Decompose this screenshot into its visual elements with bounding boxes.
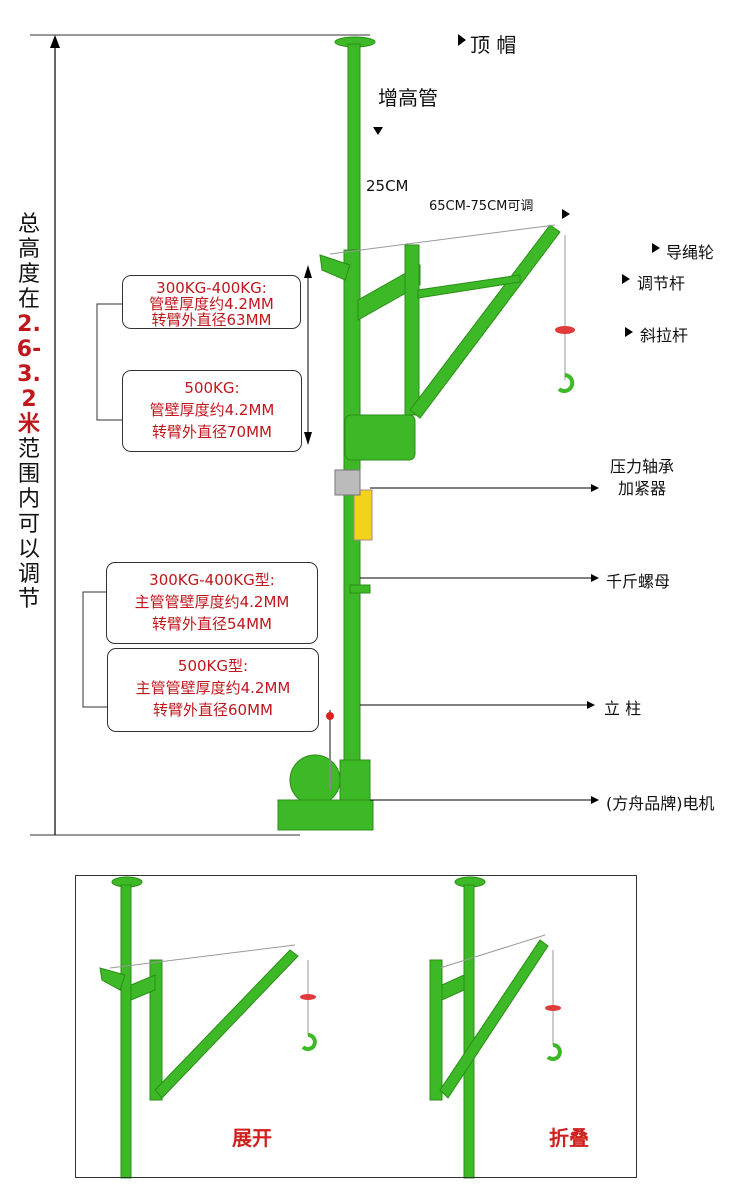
spec-title: 300KG-400KG型: <box>149 571 275 589</box>
spec-arm: 转臂外直径60MM <box>153 701 273 719</box>
label-bearing-line2: 加紧器 <box>618 479 667 498</box>
label-diagonal-rod: 斜拉杆 <box>640 326 689 345</box>
label-rope-pulley: 导绳轮 <box>666 243 715 262</box>
spec-wall: 管壁厚度约4.2MM <box>149 295 274 313</box>
control-pendant <box>353 489 373 541</box>
height-note: 总高度在2.6-3.2米范围内可以调节 <box>14 212 44 612</box>
spec-wall: 管壁厚度约4.2MM <box>149 401 275 419</box>
label-motor: (方舟品牌)电机 <box>606 794 715 813</box>
label-top-cap: 顶 帽 <box>470 33 517 57</box>
spec-box-upper-500: 500KG: 管壁厚度约4.2MM 转臂外直径70MM <box>122 370 302 452</box>
height-range: 2.6-3.2米 <box>16 312 42 437</box>
spec-box-upper-300-400: 300KG-400KG: 管壁厚度约4.2MM 转臂外直径63MM <box>122 275 301 329</box>
label-extension-pipe: 增高管 <box>378 86 438 110</box>
label-jack-nut: 千斤螺母 <box>606 572 671 591</box>
spec-title: 500KG: <box>184 379 240 397</box>
label-unfolded: 展开 <box>232 1126 272 1150</box>
hook-icon <box>301 1033 317 1051</box>
crane-folded <box>429 876 549 1179</box>
label-folded: 折叠 <box>549 1126 589 1150</box>
spec-wall: 主管管壁厚度约4.2MM <box>134 593 290 611</box>
fold-comparison-panel <box>75 875 637 1178</box>
hook-icon <box>557 373 575 393</box>
hook-icon <box>546 1043 562 1061</box>
label-bearing-clamp: 压力轴承 加紧器 <box>610 456 674 500</box>
triangle-markers <box>373 34 660 337</box>
spec-title: 500KG型: <box>177 657 249 675</box>
spec-arm: 转臂外直径63MM <box>151 311 272 329</box>
height-note-prefix: 总高度在 <box>17 212 40 312</box>
label-extension-length: 25CM <box>366 177 409 195</box>
label-column: 立 柱 <box>604 699 642 718</box>
label-bearing-line1: 压力轴承 <box>610 457 675 476</box>
label-arm-length: 65CM-75CM可调 <box>429 199 534 214</box>
crane-main <box>277 36 561 831</box>
bearing-clamp <box>334 469 361 496</box>
spec-wall: 主管管壁厚度约4.2MM <box>135 679 291 697</box>
label-adjust-rod: 调节杆 <box>637 274 686 293</box>
crane-unfolded <box>99 876 299 1179</box>
wire-rope <box>329 224 556 255</box>
spec-box-lower-500: 500KG型: 主管管壁厚度约4.2MM 转臂外直径60MM <box>107 648 319 732</box>
upper-bracket <box>96 303 122 421</box>
height-dimension <box>30 34 370 836</box>
pointer-lines <box>360 484 599 804</box>
spec-arm: 转臂外直径70MM <box>152 423 272 441</box>
spec-arm: 转臂外直径54MM <box>152 615 272 633</box>
spec-box-lower-300-400: 300KG-400KG型: 主管管壁厚度约4.2MM 转臂外直径54MM <box>106 562 318 644</box>
spec-title: 300KG-400KG: <box>156 279 267 297</box>
lower-bracket <box>82 591 107 708</box>
stopper <box>555 326 575 334</box>
height-note-suffix: 范围内可以调节 <box>17 437 40 612</box>
